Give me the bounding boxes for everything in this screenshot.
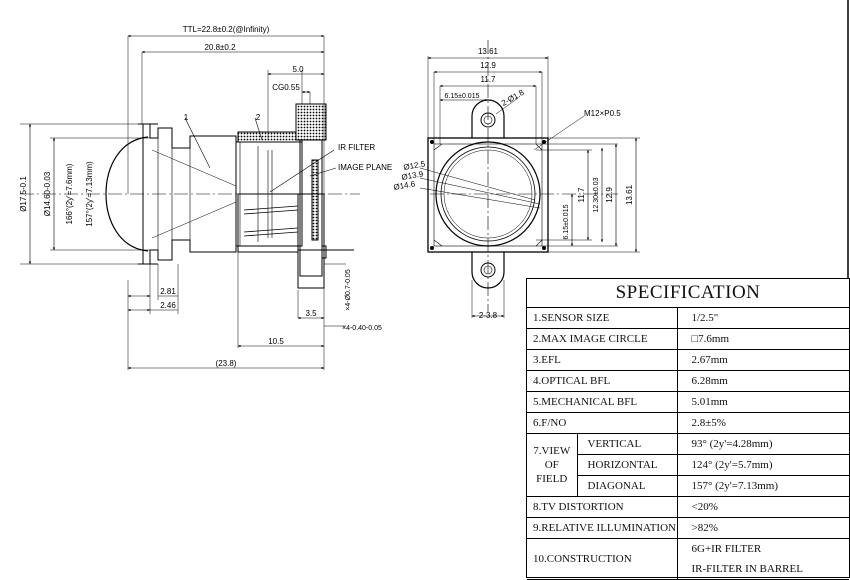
spec-value: 6G+IR FILTER IR-FILTER IN BARREL [676,538,849,580]
spec-label: 8.TV DISTORTION [527,496,677,518]
fov-157-label: 157°(2y'=7.13mm) [85,161,94,227]
top-dim-13-61: 13.61 [478,47,499,56]
lens-drawing: TTL=22.8±0.2(@Infinity) 20.8±0.2 5.0 CG0… [19,0,849,370]
spec-value: 2.67mm [676,349,849,371]
spec-label: 9.RELATIVE ILLUMINATION [527,517,677,539]
spec-label: 3.EFL [527,349,677,371]
side-dim-12-30: 12.30±0.03 [593,177,600,212]
spec-label: 2.MAX IMAGE CIRCLE [527,328,677,350]
spec-row-relative-illumination: 9.RELATIVE ILLUMINATION >82% [527,517,849,539]
spec-label: 1.SENSOR SIZE [527,308,677,329]
front-diameter: Ø14.60-0.03 [43,171,52,216]
spec-value: <20% [676,496,849,518]
spec-row-mechanical-bfl: 5.MECHANICAL BFL 5.01mm [527,391,849,413]
dim-23-8: (23.8) [216,359,237,368]
ir-filter-label: IR FILTER [338,143,375,152]
fov-166-label: 166°(2y'=7.6mm) [65,163,74,224]
side-dim-11-7: 11.7 [577,187,586,203]
spec-fov-group: 7.VIEW OF FIELD [527,433,577,497]
dim-10-5: 10.5 [268,337,284,346]
ttl-dimension: TTL=22.8±0.2(@Infinity) [183,25,270,34]
cg-thickness: CG0.55 [272,83,300,92]
spec-row-image-circle: 2.MAX IMAGE CIRCLE □7.6mm [527,328,849,350]
dim-5-0: 5.0 [292,65,304,74]
side-dim-12-9: 12.9 [605,187,614,203]
thread-spec: M12×P0.5 [584,109,621,118]
spec-row-fov-horizontal: HORIZONTAL 124° (2y'=5.7mm) [527,454,849,476]
spec-value: 1/2.5" [676,308,849,329]
spec-table: SPECIFICATION 1.SENSOR SIZE 1/2.5" 2.MAX… [526,278,850,580]
length-dimension: 20.8±0.2 [204,43,236,52]
spec-label: 6.F/NO [527,412,677,434]
spec-value: 93° (2y'=4.28mm) [676,433,849,455]
construction-line-2: IR-FILTER IN BARREL [691,563,803,575]
outer-diameter: Ø17.5-0.1 [19,176,28,212]
spec-row-optical-bfl: 4.OPTICAL BFL 6.28mm [527,370,849,392]
dim-2-81: 2.81 [160,287,176,296]
spec-value: >82% [676,517,849,539]
spec-title: SPECIFICATION [527,279,849,308]
fov-group-line-1: 7.VIEW [533,445,571,457]
top-dim-11-7: 11.7 [481,75,497,84]
spec-row-fov-vertical: 7.VIEW OF FIELD VERTICAL 93° (2y'=4.28mm… [527,433,849,497]
construction-line-1: 6G+IR FILTER [691,543,762,555]
spec-value: 5.01mm [676,391,849,413]
side-dim-6-15: 6.15±0.015 [563,204,570,239]
spec-value: 2.8±5% [676,412,849,434]
top-dim-6-15: 6.15±0.015 [445,93,480,100]
callout-1: 1 [184,113,189,122]
spec-row-sensor-size: 1.SENSOR SIZE 1/2.5" [527,308,849,329]
spec-value: 6.28mm [676,370,849,392]
front-view [419,40,640,318]
spec-value: 157° (2y'=7.13mm) [676,475,849,497]
bottom-dim-2-3-8: 2-3.8 [479,311,498,320]
callout-2: 2 [256,113,261,122]
dim-2-46: 2.46 [160,301,176,310]
spec-sub-label: HORIZONTAL [576,454,677,476]
dim-3-5: 3.5 [305,309,317,318]
dia-13-9: Ø13.9 [401,169,425,182]
hole-spec-1: ×4-Ø0.7-0.05 [345,269,352,311]
spec-value: 124° (2y'=5.7mm) [676,454,849,476]
side-dim-13-61: 13.61 [625,184,634,205]
side-view [20,36,360,370]
spec-row-fov-diagonal: DIAGONAL 157° (2y'=7.13mm) [527,475,849,497]
spec-row-fno: 6.F/NO 2.8±5% [527,412,849,434]
spec-label: 5.MECHANICAL BFL [527,391,677,413]
spec-row-efl: 3.EFL 2.67mm [527,349,849,371]
dia-12-5: Ø12.5 [403,159,427,172]
fov-group-line-3: FIELD [536,473,568,485]
spec-label: 10.CONSTRUCTION [527,538,677,580]
image-plane-label: IMAGE PLANE [338,163,392,172]
spec-value: □7.6mm [676,328,849,350]
hole-2-dia: 2-Ø1.8 [500,88,526,108]
spec-sub-label: VERTICAL [576,433,677,455]
spec-sub-label: DIAGONAL [576,475,677,497]
top-dim-12-9: 12.9 [480,61,496,70]
dia-14-6: Ø14.6 [393,179,417,192]
spec-label: 4.OPTICAL BFL [527,370,677,392]
hole-spec-2: ×4-0.40-0.05 [342,325,382,332]
spec-row-tv-distortion: 8.TV DISTORTION <20% [527,496,849,518]
spec-row-construction: 10.CONSTRUCTION 6G+IR FILTER IR-FILTER I… [527,538,849,580]
fov-group-line-2: OF [544,459,559,471]
